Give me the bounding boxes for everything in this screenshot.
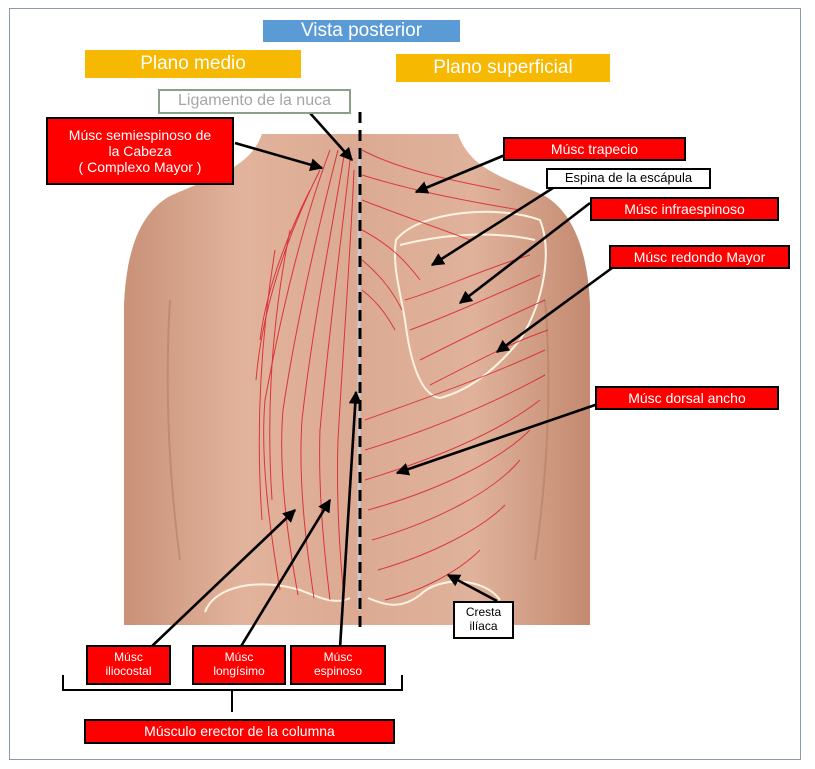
semiespinoso-line-1: Músc semiespinoso de [68, 126, 212, 143]
longisimo-line-1: Músc [224, 650, 254, 665]
cresta-line-1: Cresta [465, 605, 502, 620]
iliac-crest-outline [204, 580, 501, 613]
erector-columna-label: Músculo erector de la columna [84, 719, 395, 744]
erector-bracket [62, 675, 403, 712]
iliocostal-line-2: iliocostal [105, 664, 152, 678]
cresta-line-2: ilíaca [469, 619, 498, 633]
pointer-arrows [149, 112, 613, 649]
figure-frame [9, 8, 801, 760]
redondo-mayor-label: Músc redondo Mayor [609, 245, 790, 269]
dorsal-ancho-label: Músc dorsal ancho [595, 386, 779, 410]
trapecio-label: Músc trapecio [503, 137, 686, 161]
plane-superficial-label: Plano superficial [396, 54, 610, 82]
semiespinoso-line-3: ( Complexo Mayor ) [78, 159, 202, 176]
longisimo-line-2: longísimo [213, 664, 265, 678]
semiespinoso-line-2: la Cabeza [108, 142, 172, 159]
espinoso-line-1: Músc [323, 650, 353, 665]
scapula-outline [393, 210, 547, 400]
plane-medio-label: Plano medio [85, 50, 301, 78]
semiespinoso-label: Músc semiespinoso de la Cabeza ( Complex… [46, 117, 234, 185]
superficial-muscle-fibres [361, 149, 549, 601]
iliocostal-line-1: Músc [114, 650, 143, 665]
infraespinoso-label: Músc infraespinoso [590, 197, 779, 221]
ligamento-nuca-label: Ligamento de la nuca [158, 89, 351, 114]
torso [124, 134, 590, 625]
view-title: Vista posterior [263, 20, 460, 42]
espina-escapula-label: Espina de la escápula [546, 168, 711, 189]
longisimo-label: Músc longísimo [192, 645, 286, 685]
espinoso-line-2: espinoso [313, 664, 363, 678]
espinoso-label: Músc espinoso [290, 645, 386, 685]
iliocostal-label: Músc iliocostal [86, 645, 171, 685]
deep-muscle-fibres [255, 149, 355, 601]
cresta-iliaca-label: Cresta ilíaca [453, 601, 514, 639]
